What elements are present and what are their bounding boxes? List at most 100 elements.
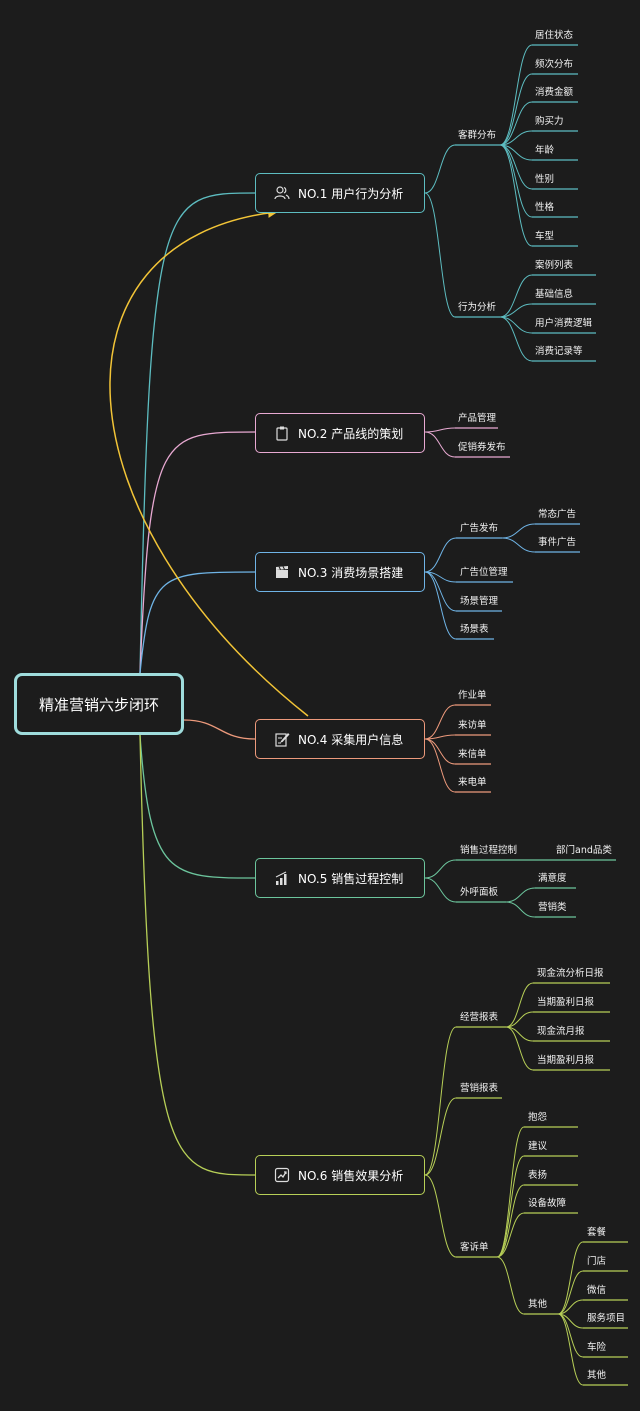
leaf-label[interactable]: 部门and品类 — [556, 845, 612, 856]
leaf-label[interactable]: 现金流月报 — [537, 1026, 585, 1037]
clipboard-icon — [276, 426, 288, 441]
leaf-label[interactable]: 满意度 — [538, 873, 567, 884]
branch-label: NO.1 用户行为分析 — [298, 186, 404, 201]
leaf-label[interactable]: 性格 — [535, 202, 555, 213]
leaf-label[interactable]: 年龄 — [535, 145, 555, 156]
connector — [496, 1126, 525, 1258]
leaf-label[interactable]: 营销类 — [538, 902, 567, 913]
topic-label[interactable]: 场景管理 — [460, 596, 499, 607]
connector — [424, 738, 456, 793]
root-connector — [183, 719, 256, 740]
bar-chart-icon — [275, 871, 287, 885]
topic-label[interactable]: 场景表 — [460, 624, 489, 635]
leaf-label[interactable]: 消费记录等 — [535, 346, 583, 357]
connector — [424, 427, 456, 433]
connector — [496, 1184, 525, 1258]
topic-label[interactable]: 客群分布 — [458, 130, 497, 141]
topic-label[interactable]: 产品管理 — [458, 413, 497, 424]
topic-label[interactable]: 来访单 — [458, 720, 487, 731]
leaf-label[interactable]: 性别 — [535, 174, 555, 185]
root-connector — [139, 431, 256, 674]
connector — [505, 887, 536, 903]
root-connector — [139, 571, 256, 674]
connector — [424, 877, 457, 903]
leaf-label[interactable]: 基础信息 — [535, 289, 574, 300]
connector — [557, 1241, 584, 1315]
topic-label[interactable]: 促销券发布 — [458, 442, 506, 453]
root-connector — [139, 192, 256, 674]
clapperboard-icon — [276, 566, 288, 578]
branch-node-6[interactable]: NO.6 销售效果分析 — [255, 1155, 425, 1195]
root-node[interactable]: 精准营销六步闭环 — [14, 673, 184, 735]
leaf-label[interactable]: 车型 — [535, 231, 555, 242]
topic-label[interactable]: 广告发布 — [460, 523, 499, 534]
leaf-label[interactable]: 案例列表 — [535, 260, 574, 271]
branch-label: NO.6 销售效果分析 — [298, 1168, 404, 1183]
connector — [496, 1212, 525, 1258]
connector — [424, 192, 456, 318]
leaf-label[interactable]: 车险 — [587, 1342, 607, 1353]
leaf-label[interactable]: 建议 — [528, 1141, 548, 1152]
connector — [505, 1011, 534, 1028]
connector — [501, 537, 536, 553]
connector — [424, 859, 457, 879]
topic-label[interactable]: 经营报表 — [460, 1012, 499, 1023]
leaf-label[interactable]: 消费金额 — [535, 87, 574, 98]
branch-label: NO.5 销售过程控制 — [298, 871, 404, 886]
connector — [499, 144, 533, 247]
topic-label[interactable]: 来信单 — [458, 749, 487, 760]
leaf-label[interactable]: 服务项目 — [587, 1313, 626, 1324]
leaf-label[interactable]: 当期盈利月报 — [537, 1055, 595, 1066]
connector — [424, 537, 457, 573]
topic-label[interactable]: 行为分析 — [458, 302, 497, 313]
leaf-label[interactable]: 表扬 — [528, 1170, 548, 1181]
leaf-label[interactable]: 现金流分析日报 — [537, 968, 604, 979]
leaf-label[interactable]: 其他 — [528, 1299, 548, 1310]
topic-label[interactable]: 营销报表 — [460, 1083, 499, 1094]
branch-node-1[interactable]: NO.1 用户行为分析 — [255, 173, 425, 213]
connector — [505, 982, 534, 1028]
topic-label[interactable]: 来电单 — [458, 777, 487, 788]
topic-label[interactable]: 外呼面板 — [460, 887, 499, 898]
branch-node-5[interactable]: NO.5 销售过程控制 — [255, 858, 425, 898]
connector — [501, 523, 536, 539]
leaf-label[interactable]: 当期盈利日报 — [537, 997, 595, 1008]
branch-label: NO.3 消费场景搭建 — [298, 565, 404, 580]
leaf-label[interactable]: 门店 — [587, 1256, 607, 1267]
leaf-label[interactable]: 设备故障 — [528, 1198, 567, 1209]
connector — [496, 1155, 525, 1258]
connector — [505, 1026, 534, 1071]
connector — [424, 1097, 457, 1176]
root-label: 精准营销六步闭环 — [38, 695, 159, 714]
connector — [557, 1270, 584, 1315]
leaf-label[interactable]: 居住状态 — [535, 30, 574, 41]
leaf-label[interactable]: 用户消费逻辑 — [535, 318, 593, 329]
leaf-label[interactable]: 套餐 — [587, 1227, 607, 1238]
connector — [424, 1174, 457, 1258]
connector — [499, 274, 533, 318]
topic-label[interactable]: 作业单 — [458, 690, 487, 701]
connector — [499, 144, 533, 218]
branch-node-3[interactable]: NO.3 消费场景搭建 — [255, 552, 425, 592]
connector — [557, 1313, 584, 1386]
topic-label[interactable]: 广告位管理 — [460, 567, 508, 578]
connector — [557, 1299, 584, 1315]
branch-node-2[interactable]: NO.2 产品线的策划 — [255, 413, 425, 453]
topic-label[interactable]: 客诉单 — [460, 1242, 489, 1253]
connector — [499, 101, 533, 146]
leaf-label[interactable]: 常态广告 — [538, 509, 577, 520]
branch-label: NO.4 采集用户信息 — [298, 732, 404, 747]
branch-node-4[interactable]: NO.4 采集用户信息 — [255, 719, 425, 759]
topic-label[interactable]: 销售过程控制 — [460, 845, 518, 856]
connector — [424, 431, 456, 458]
leaf-label[interactable]: 频次分布 — [535, 59, 574, 70]
leaf-label[interactable]: 微信 — [587, 1285, 607, 1296]
connector — [505, 901, 536, 918]
leaf-label[interactable]: 事件广告 — [538, 537, 577, 548]
connector — [499, 303, 533, 318]
leaf-label[interactable]: 购买力 — [535, 116, 564, 127]
leaf-label[interactable]: 抱怨 — [528, 1112, 548, 1123]
connector — [499, 316, 533, 334]
leaf-label[interactable]: 其他 — [587, 1370, 607, 1381]
connector — [424, 571, 457, 640]
